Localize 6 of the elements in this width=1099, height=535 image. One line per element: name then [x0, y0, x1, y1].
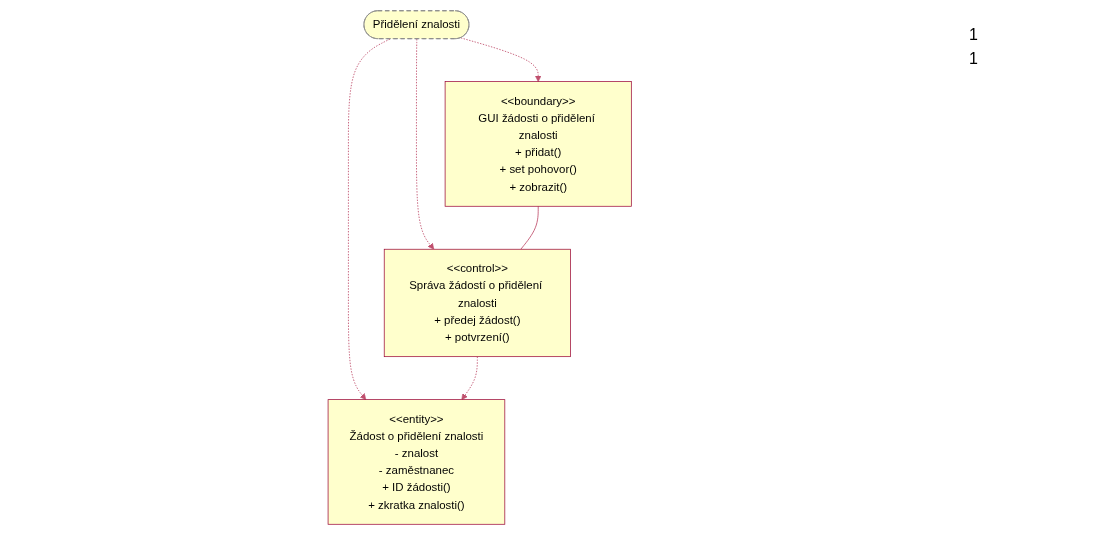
node-box: <<boundary>> GUI žádosti o přidělení znalosti + přidat() + set pohovor() + zobrazit() [444, 81, 632, 207]
multiplicity-label: 1 [969, 26, 979, 44]
multiplicity-label: 1 [969, 50, 979, 68]
node-box: <<entity>> Žádost o přidělení znalosti - znalost - zaměstnanec + ID žádosti() + zkratka znalosti() [327, 399, 505, 525]
node-box: <<control>> Správa žádostí o přidělení znalosti + předej žádost() + potvrzení() [383, 248, 571, 358]
connector [520, 205, 539, 250]
